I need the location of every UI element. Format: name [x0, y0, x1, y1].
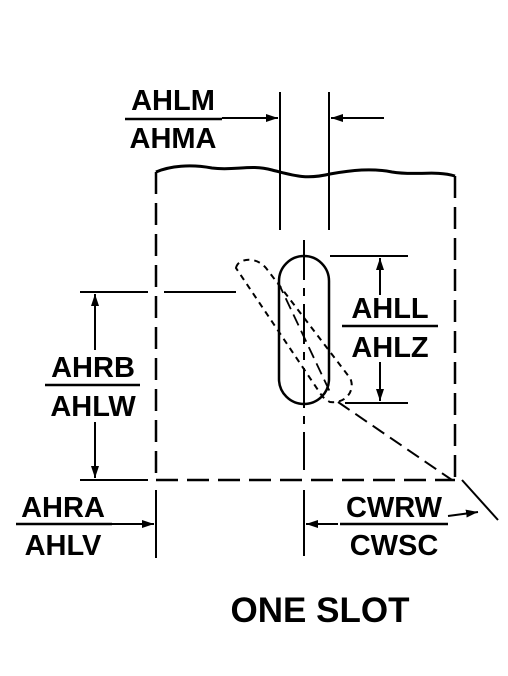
- slot-len-label-den: AHLZ: [351, 332, 428, 364]
- height-label-den: AHLW: [50, 391, 136, 423]
- slot-len-label-num: AHLL: [351, 293, 428, 325]
- height-label-num: AHRB: [51, 352, 135, 384]
- bottom-left-label-num: AHRA: [21, 492, 105, 524]
- bottom-right-label-num: CWRW: [346, 492, 443, 524]
- rotated-slot-outline: [234, 258, 353, 404]
- top-label-den: AHMA: [130, 123, 217, 155]
- diagonal-dash-line: [337, 401, 453, 481]
- top-label-num: AHLM: [131, 85, 215, 117]
- bottom-right-label-den: CWSC: [350, 530, 439, 562]
- bottom-right-arrow-right: [447, 509, 479, 518]
- rotated-slot-centerline: [277, 281, 331, 393]
- diagram-caption: ONE SLOT: [231, 591, 410, 630]
- bottom-right-ext-diagonal: [461, 479, 499, 521]
- bottom-left-label-den: AHLV: [25, 530, 102, 562]
- part-break-line: [155, 164, 456, 179]
